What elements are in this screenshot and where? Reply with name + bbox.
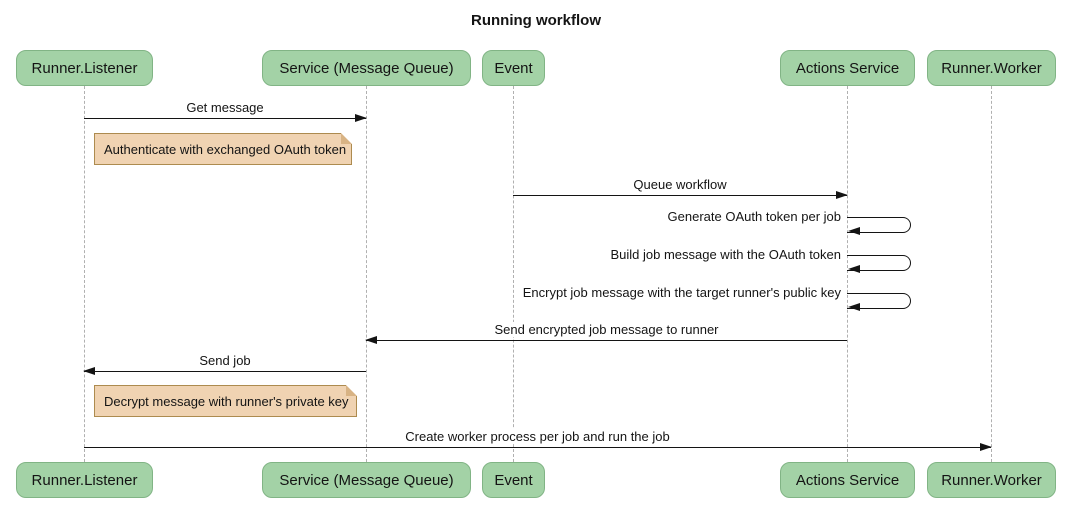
message-label: Generate OAuth token per job (665, 209, 843, 224)
arrow-line (84, 371, 366, 372)
note-folded-corner-icon (341, 132, 353, 144)
actor-top-actions-service: Actions Service (780, 50, 915, 86)
actor-bottom-actions-service: Actions Service (780, 462, 915, 498)
note-authenticate-oauth: Authenticate with exchanged OAuth token (94, 132, 353, 165)
note-decrypt-private-key: Decrypt message with runner's private ke… (94, 384, 358, 417)
arrow-head-icon (365, 336, 377, 344)
arrow-head-icon (848, 302, 860, 311)
lifeline-runner-worker (990, 86, 992, 462)
arrow-line (84, 447, 991, 448)
message-label: Encrypt job message with the target runn… (520, 285, 843, 300)
note-text: Decrypt message with runner's private ke… (104, 393, 349, 409)
message-label: Get message (84, 100, 366, 115)
arrow-head-icon (836, 191, 848, 199)
actor-top-runner-worker: Runner.Worker (927, 50, 1056, 86)
actor-bottom-event: Event (482, 462, 545, 498)
arrow-head-icon (980, 443, 992, 451)
arrow-line (84, 118, 366, 119)
lifeline-actions-service (846, 86, 848, 462)
arrow-head-icon (83, 367, 95, 375)
selfloop-curve (847, 255, 911, 271)
lifeline-service-message-queue (365, 86, 367, 462)
note-folded-corner-icon (346, 384, 358, 396)
message-label: Queue workflow (513, 177, 847, 192)
lifeline-event (512, 86, 514, 462)
actor-top-runner-listener: Runner.Listener (16, 50, 153, 86)
note-text: Authenticate with exchanged OAuth token (104, 141, 347, 157)
diagram-title: Running workflow (471, 12, 601, 29)
message-label: Send job (84, 353, 366, 368)
actor-bottom-runner-listener: Runner.Listener (16, 462, 153, 498)
arrow-line (513, 195, 847, 196)
arrow-line (366, 340, 847, 341)
actor-bottom-service-message-queue: Service (Message Queue) (262, 462, 471, 498)
actor-bottom-runner-worker: Runner.Worker (927, 462, 1056, 498)
message-label: Send encrypted job message to runner (366, 322, 847, 337)
arrow-head-icon (848, 226, 860, 235)
lifeline-runner-listener (83, 86, 85, 462)
actor-top-event: Event (482, 50, 545, 86)
message-label: Build job message with the OAuth token (608, 247, 843, 262)
selfloop-curve (847, 217, 911, 233)
arrow-head-icon (848, 264, 860, 273)
selfloop-curve (847, 293, 911, 309)
arrow-head-icon (355, 114, 367, 122)
message-label: Create worker process per job and run th… (84, 429, 991, 444)
actor-top-service-message-queue: Service (Message Queue) (262, 50, 471, 86)
